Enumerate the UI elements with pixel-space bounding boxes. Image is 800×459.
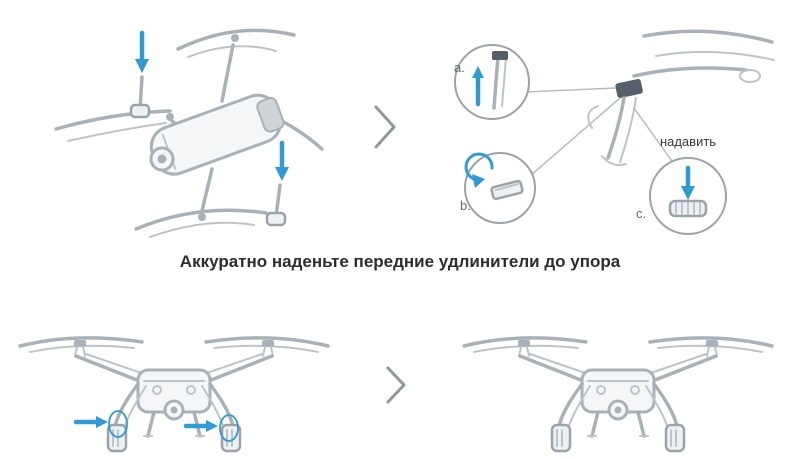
detail-circle-b	[464, 152, 536, 224]
attach-down-arrow-right	[275, 140, 289, 181]
extension-clip-part	[615, 79, 643, 98]
drone-front-before	[18, 336, 330, 453]
drone-perspective-art	[54, 28, 324, 238]
highlight-oval-left	[108, 410, 128, 438]
callout-line-b	[529, 97, 621, 177]
attach-down-arrow-left	[135, 30, 149, 73]
chevron-right-icon	[386, 366, 406, 404]
highlight-oval-right	[219, 414, 239, 442]
blue-rotate-arrow	[464, 152, 494, 182]
caption: Аккуратно наденьте передние удлинители д…	[179, 252, 621, 271]
detail-circle-c	[649, 157, 727, 235]
attach-arrows	[73, 410, 239, 442]
step-2-figure	[18, 336, 774, 453]
label-b: b.	[460, 198, 471, 213]
press-label: надавить	[660, 134, 716, 149]
label-a: a.	[454, 60, 465, 75]
callout-line-a	[523, 87, 617, 93]
callout-line-c	[633, 107, 675, 165]
detail-callouts-figure: a. b. надавить c.	[454, 29, 775, 235]
drone-arm-closeup-art	[587, 29, 775, 166]
drone-perspective-figure	[54, 28, 324, 238]
chevron-right-icon	[374, 105, 396, 149]
detail-circle-a	[454, 44, 530, 120]
label-c: c.	[636, 206, 646, 221]
drone-front-after	[462, 336, 774, 453]
